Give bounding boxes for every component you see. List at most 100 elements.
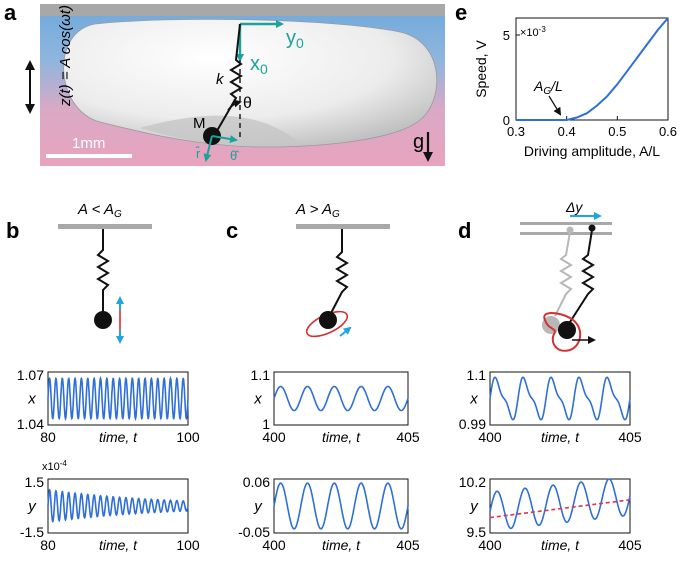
time-series-line xyxy=(489,376,631,421)
time-plot-x-tick-end: 405 xyxy=(618,429,642,445)
time-plot-y-tick-top: 10.2 xyxy=(459,474,486,490)
droplet xyxy=(63,18,438,148)
time-plot-x-tick-start: 80 xyxy=(40,537,56,553)
time-series-line xyxy=(47,375,189,422)
speed-y-tick-label: 0 xyxy=(503,113,510,128)
droplet-shadow xyxy=(140,115,300,147)
y0-label: y0 xyxy=(286,27,304,51)
speed-y-tick-label: 5 xyxy=(503,28,510,43)
time-series-line xyxy=(489,478,631,530)
mass-ball-b xyxy=(94,311,112,329)
x0-label: x0 xyxy=(250,53,268,77)
speed-curve xyxy=(516,17,669,121)
speed-y-label: Speed, V xyxy=(473,40,489,98)
time-plot-x-tick-end: 405 xyxy=(618,537,642,553)
time-plot-x-label: time, t xyxy=(99,429,138,445)
mass-label: M xyxy=(193,115,206,132)
trend-line xyxy=(489,499,631,519)
panel-b-letter: b xyxy=(6,218,19,243)
time-plot-x-tick-start: 400 xyxy=(262,429,286,445)
panel-a: a z(t) = A cos(ωt) y0 x0 k θ M r̂ θ̂ 1mm… xyxy=(4,0,445,166)
time-series-line xyxy=(273,385,409,412)
speed-x-tick-label: 0.5 xyxy=(608,124,626,139)
theta-arc xyxy=(227,99,242,111)
velocity-c xyxy=(339,326,352,337)
time-plot-y-label: y xyxy=(253,498,263,515)
panel-b-condition: A < AG xyxy=(77,201,122,220)
top-plate xyxy=(40,4,445,16)
panel-c-letter: c xyxy=(226,218,238,243)
time-plot-frame xyxy=(489,478,631,534)
gravity-label: g xyxy=(413,131,424,153)
delta-y-label: Δy xyxy=(565,199,583,215)
ag-annotation: AG/L xyxy=(533,78,563,97)
arrow-up-head xyxy=(25,60,35,70)
spring-d xyxy=(569,229,595,323)
time-plot-y-label: x xyxy=(27,391,36,408)
plate-d-back xyxy=(520,232,612,235)
time-plot-y-tick-bottom: 0.99 xyxy=(459,416,486,432)
time-plot-y-tick-top: 0.06 xyxy=(243,474,270,490)
time-plot-x-tick-start: 400 xyxy=(262,537,286,553)
theta-hat-arrow xyxy=(211,135,238,143)
gravity-arrow-head xyxy=(423,152,433,162)
speed-x-tick-label: 0.3 xyxy=(507,124,525,139)
time-plot-y-tick-top: 1.1 xyxy=(467,367,487,383)
plate-d-front xyxy=(520,222,612,225)
time-plot-x-tick-end: 100 xyxy=(176,429,200,445)
mass-ball-c xyxy=(319,311,337,329)
spring-b xyxy=(96,229,110,312)
time-plot-x-tick-end: 405 xyxy=(396,537,420,553)
time-plot-y-label: x xyxy=(469,391,478,408)
time-plot-y-label: y xyxy=(469,498,479,515)
r-hat-label: r̂ xyxy=(195,146,201,161)
plate-c xyxy=(296,224,390,229)
trajectory-d xyxy=(543,312,582,352)
time-plot-y-tick-top: 1.1 xyxy=(251,367,271,383)
time-plot-x-tick-start: 80 xyxy=(40,429,56,445)
time-plot-y-tick-bottom: -0.05 xyxy=(238,524,270,540)
panel-e-letter: e xyxy=(455,0,467,25)
panel-c-condition: A > AG xyxy=(295,201,340,220)
time-plot-y-tick-bottom: -1.5 xyxy=(20,524,44,540)
anchor-d-ghost xyxy=(566,226,574,234)
scale-bar-label: 1mm xyxy=(72,135,105,152)
time-plot-y-tick-top: 1.07 xyxy=(17,367,44,383)
time-plot-x-label: time, t xyxy=(541,537,580,553)
time-plot-y-tick-bottom: 1 xyxy=(262,416,270,432)
panel-d-letter: d xyxy=(458,218,471,243)
time-series-line xyxy=(273,482,409,530)
panel-a-letter: a xyxy=(4,0,17,25)
speed-x-tick-label: 0.4 xyxy=(558,124,576,139)
speed-x-label: Driving amplitude, A/L xyxy=(524,143,660,159)
time-plot-x-label: time, t xyxy=(99,537,138,553)
arrow-down-head xyxy=(25,104,35,114)
theta-hat-label: θ̂ xyxy=(230,148,240,163)
time-plot-y-tick-bottom: 1.04 xyxy=(17,416,44,432)
time-plot-x-tick-end: 405 xyxy=(396,429,420,445)
spring-constant-label: k xyxy=(216,71,225,88)
plate-b xyxy=(58,224,152,229)
mass-ball-d-ghost xyxy=(542,316,560,334)
time-plot-y-label: y xyxy=(27,498,37,515)
time-series-line xyxy=(47,488,189,523)
panel-b-y-multiplier: x10-4 xyxy=(42,459,67,473)
time-plot-x-label: time, t xyxy=(541,429,580,445)
time-plot-x-label: time, t xyxy=(322,429,361,445)
time-plot-x-tick-start: 400 xyxy=(478,537,502,553)
ag-annotation-arrow xyxy=(548,95,562,116)
speed-chart-frame xyxy=(515,17,669,121)
time-plot-x-tick-start: 400 xyxy=(478,429,502,445)
r-hat-arrow xyxy=(203,135,213,162)
